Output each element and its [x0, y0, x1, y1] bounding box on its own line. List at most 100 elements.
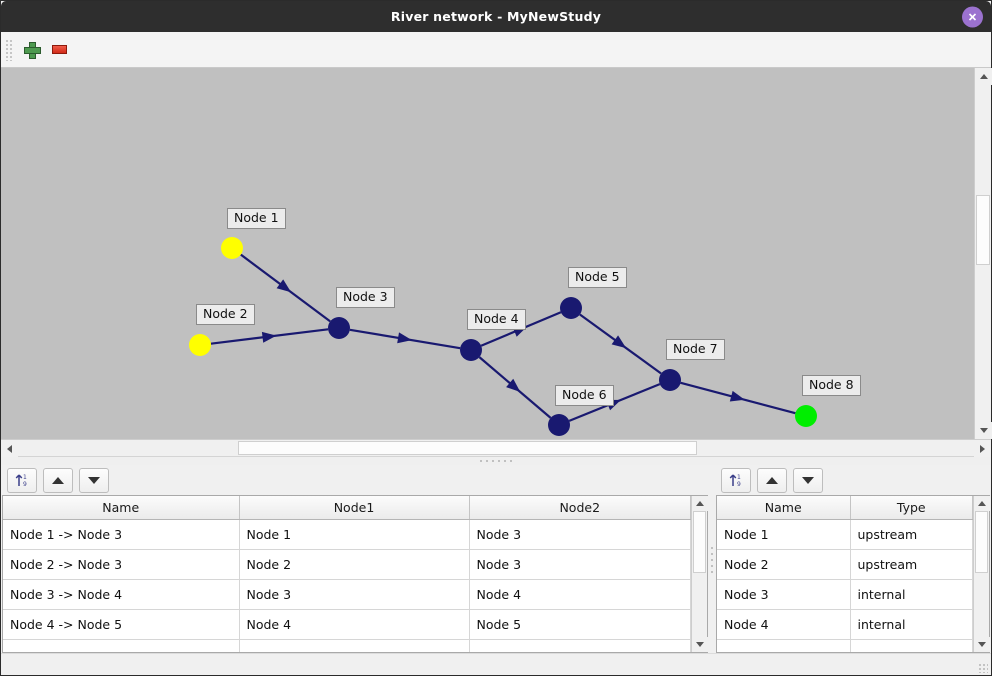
- remove-element-button[interactable]: [45, 36, 73, 64]
- table-cell-type[interactable]: upstream: [850, 549, 973, 580]
- scroll-up-button[interactable]: [975, 68, 992, 85]
- table-cell-node2[interactable]: [469, 639, 691, 652]
- scroll-left-button[interactable]: [1, 440, 18, 457]
- table-cell-name[interactable]: Node 1 -> Node 3: [3, 519, 240, 550]
- reach-scroll-up-button[interactable]: [692, 496, 708, 511]
- reach-vscroll-track[interactable]: [692, 511, 707, 637]
- graph-node-node-1[interactable]: [221, 237, 243, 259]
- node-label-node-3[interactable]: Node 3: [336, 287, 395, 308]
- canvas-horizontal-scrollbar[interactable]: [1, 439, 991, 457]
- table-cell-type[interactable]: [850, 639, 973, 652]
- node-scroll-up-button[interactable]: [974, 496, 990, 511]
- node-vscroll-thumb[interactable]: [975, 511, 988, 573]
- table-cell-node2[interactable]: Node 5: [469, 609, 691, 640]
- table-cell-node1[interactable]: Node 1: [239, 519, 470, 550]
- node-move-up-button[interactable]: [757, 467, 787, 493]
- table-cell-name[interactable]: Node 4: [717, 609, 851, 640]
- resize-grip-icon[interactable]: [978, 663, 988, 673]
- canvas-vertical-scrollbar[interactable]: [974, 68, 992, 439]
- table-cell-type[interactable]: upstream: [850, 519, 973, 550]
- table-row[interactable]: [717, 639, 973, 652]
- node-sort-button[interactable]: 1 9: [721, 467, 751, 493]
- table-cell-name[interactable]: [3, 639, 240, 652]
- node-column-header[interactable]: Type: [850, 496, 973, 520]
- graph-node-node-7[interactable]: [659, 369, 681, 391]
- reach-column-header[interactable]: Name: [3, 496, 240, 520]
- canvas-vscroll-thumb[interactable]: [976, 195, 990, 265]
- reach-column-header[interactable]: Node1: [239, 496, 470, 520]
- table-cell-node1[interactable]: Node 2: [239, 549, 470, 580]
- vertical-splitter[interactable]: [709, 465, 715, 653]
- reach-scroll-down-button[interactable]: [692, 637, 708, 652]
- node-layer: [189, 237, 817, 436]
- table-row[interactable]: [3, 639, 691, 652]
- horizontal-splitter[interactable]: [1, 456, 991, 465]
- table-cell-node2[interactable]: Node 4: [469, 579, 691, 610]
- node-label-node-4[interactable]: Node 4: [467, 309, 526, 330]
- table-cell-type[interactable]: internal: [850, 579, 973, 610]
- table-cell-name[interactable]: Node 2: [717, 549, 851, 580]
- table-cell-type[interactable]: internal: [850, 609, 973, 640]
- canvas-hscroll-track[interactable]: [18, 440, 974, 456]
- table-cell-node2[interactable]: Node 3: [469, 549, 691, 580]
- table-cell-name[interactable]: Node 4 -> Node 5: [3, 609, 240, 640]
- graph-node-node-2[interactable]: [189, 334, 211, 356]
- splitter-grip-icon: [478, 459, 514, 463]
- table-cell-node1[interactable]: Node 3: [239, 579, 470, 610]
- table-cell-name[interactable]: Node 1: [717, 519, 851, 550]
- close-icon[interactable]: [962, 6, 983, 27]
- graph-node-node-3[interactable]: [328, 317, 350, 339]
- graph-node-node-8[interactable]: [795, 405, 817, 427]
- reach-sort-button[interactable]: 1 9: [7, 467, 37, 493]
- canvas-hscroll-thumb[interactable]: [238, 441, 697, 455]
- node-column-header[interactable]: Name: [717, 496, 851, 520]
- node-table-panel: 1 9: [715, 465, 991, 653]
- node-label-node-6[interactable]: Node 6: [555, 385, 614, 406]
- status-bar: [1, 653, 991, 675]
- add-element-button[interactable]: [17, 36, 45, 64]
- node-vertical-scrollbar[interactable]: [973, 496, 990, 652]
- node-label-node-1[interactable]: Node 1: [227, 208, 286, 229]
- node-label-node-5[interactable]: Node 5: [568, 267, 627, 288]
- node-label-node-7[interactable]: Node 7: [666, 339, 725, 360]
- graph-node-node-5[interactable]: [560, 297, 582, 319]
- table-cell-name[interactable]: Node 3: [717, 579, 851, 610]
- node-label-node-8[interactable]: Node 8: [802, 375, 861, 396]
- table-cell-name[interactable]: Node 3 -> Node 4: [3, 579, 240, 610]
- node-move-down-button[interactable]: [793, 467, 823, 493]
- table-cell-node2[interactable]: Node 3: [469, 519, 691, 550]
- table-cell-node1[interactable]: Node 4: [239, 609, 470, 640]
- river-network-graph[interactable]: Node 1 Node 2 Node 3 Node 4 Node 5 Node 6 Node…: [1, 68, 974, 439]
- toolbar-drag-handle[interactable]: [5, 38, 13, 61]
- table-cell-node1[interactable]: [239, 639, 470, 652]
- reach-vscroll-thumb[interactable]: [693, 511, 706, 573]
- graph-node-node-4[interactable]: [460, 339, 482, 361]
- table-cell-name[interactable]: [717, 639, 851, 652]
- scroll-right-button[interactable]: [974, 440, 991, 457]
- scroll-down-button[interactable]: [975, 422, 992, 439]
- table-cell-name[interactable]: Node 2 -> Node 3: [3, 549, 240, 580]
- reach-column-header[interactable]: Node2: [469, 496, 691, 520]
- node-scroll-down-button[interactable]: [974, 637, 990, 652]
- node-vscroll-track[interactable]: [974, 511, 989, 637]
- reach-move-down-button[interactable]: [79, 467, 109, 493]
- triangle-up-icon: [696, 501, 704, 506]
- node-label-node-2[interactable]: Node 2: [196, 304, 255, 325]
- canvas-vscroll-track[interactable]: [975, 85, 991, 422]
- reach-vertical-scrollbar[interactable]: [691, 496, 708, 652]
- graph-node-node-6[interactable]: [548, 414, 570, 436]
- window-title: River network - MyNewStudy: [390, 9, 602, 24]
- reach-move-up-button[interactable]: [43, 467, 73, 493]
